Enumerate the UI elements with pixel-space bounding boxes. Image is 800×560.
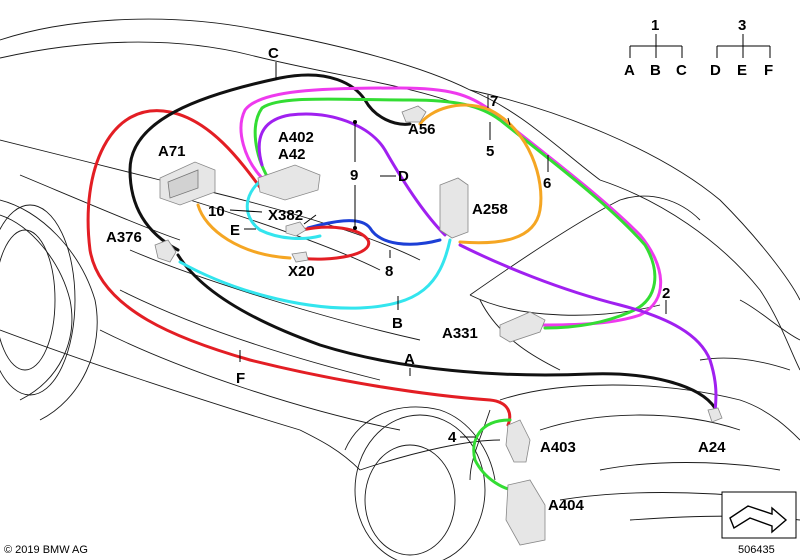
component-a403 [505,419,531,463]
wire-blue-8 [306,219,442,246]
label-a71: A71 [158,143,186,160]
label-c: C [268,45,279,62]
wire-green-6 [253,97,657,330]
leader-lines [229,62,667,438]
copyright-text: © 2019 BMW AG [4,544,88,556]
label-d: D [398,168,409,185]
label-a331: A331 [442,325,478,342]
legend: 1 A B C 3 D E F [624,17,773,79]
label-b: B [392,315,403,332]
wire-black-a-low [176,253,717,410]
label-4: 4 [448,429,457,446]
wire-red-9 [298,225,371,261]
component-a56 [401,105,427,123]
component-a24 [707,407,723,423]
wire-cyan-b-low [178,238,452,310]
label-a258: A258 [472,201,508,218]
wire-orange-10 [196,203,292,260]
wire-orange-5 [418,103,543,245]
label-x382: X382 [268,207,303,224]
label-x20: X20 [288,263,315,280]
label-a402: A402 [278,129,314,146]
label-a404: A404 [548,497,585,514]
label-8: 8 [385,263,393,280]
label-a56: A56 [408,121,436,138]
part-number: 506435 [738,544,775,556]
label-6: 6 [543,175,551,192]
label-a403: A403 [540,439,576,456]
component-a376 [154,239,177,263]
component-a402 [257,164,321,201]
components [154,105,723,546]
wire-cyan-b [245,176,322,240]
labels: C A56 7 A402 A42 A71 5 9 D 6 A258 10 X38… [106,45,726,514]
wire-purple-2 [458,243,718,414]
label-e: E [230,222,240,239]
component-a258 [439,177,469,239]
footer: © 2019 BMW AG 506435 [4,491,797,556]
component-x382 [285,221,307,237]
label-9: 9 [350,167,358,184]
label-a: A [404,351,415,368]
label-a24: A24 [698,439,726,456]
wire-magenta-7 [239,86,663,327]
label-a42: A42 [278,146,306,163]
label-10: 10 [208,203,225,220]
component-a331 [499,311,546,343]
legend-1-number: 1 [651,17,659,34]
legend-3-d: D [710,62,721,79]
legend-3-number: 3 [738,17,746,34]
label-7: 7 [490,93,498,110]
component-a404 [505,479,546,546]
wire-green-4 [472,418,517,492]
car-outline [0,18,800,560]
wire-black-a [128,73,412,252]
label-2: 2 [662,285,670,302]
wire-purple-d [257,112,447,237]
legend-1-b: B [650,62,661,79]
label-5: 5 [486,143,494,160]
label-f: F [236,370,245,387]
legend-1-a: A [624,62,635,79]
component-x20 [291,251,309,263]
wires [86,73,718,492]
label-a376: A376 [106,229,142,246]
legend-3-e: E [737,62,747,79]
arrow-symbol-icon [729,505,788,534]
legend-1-c: C [676,62,687,79]
legend-3-f: F [764,62,773,79]
